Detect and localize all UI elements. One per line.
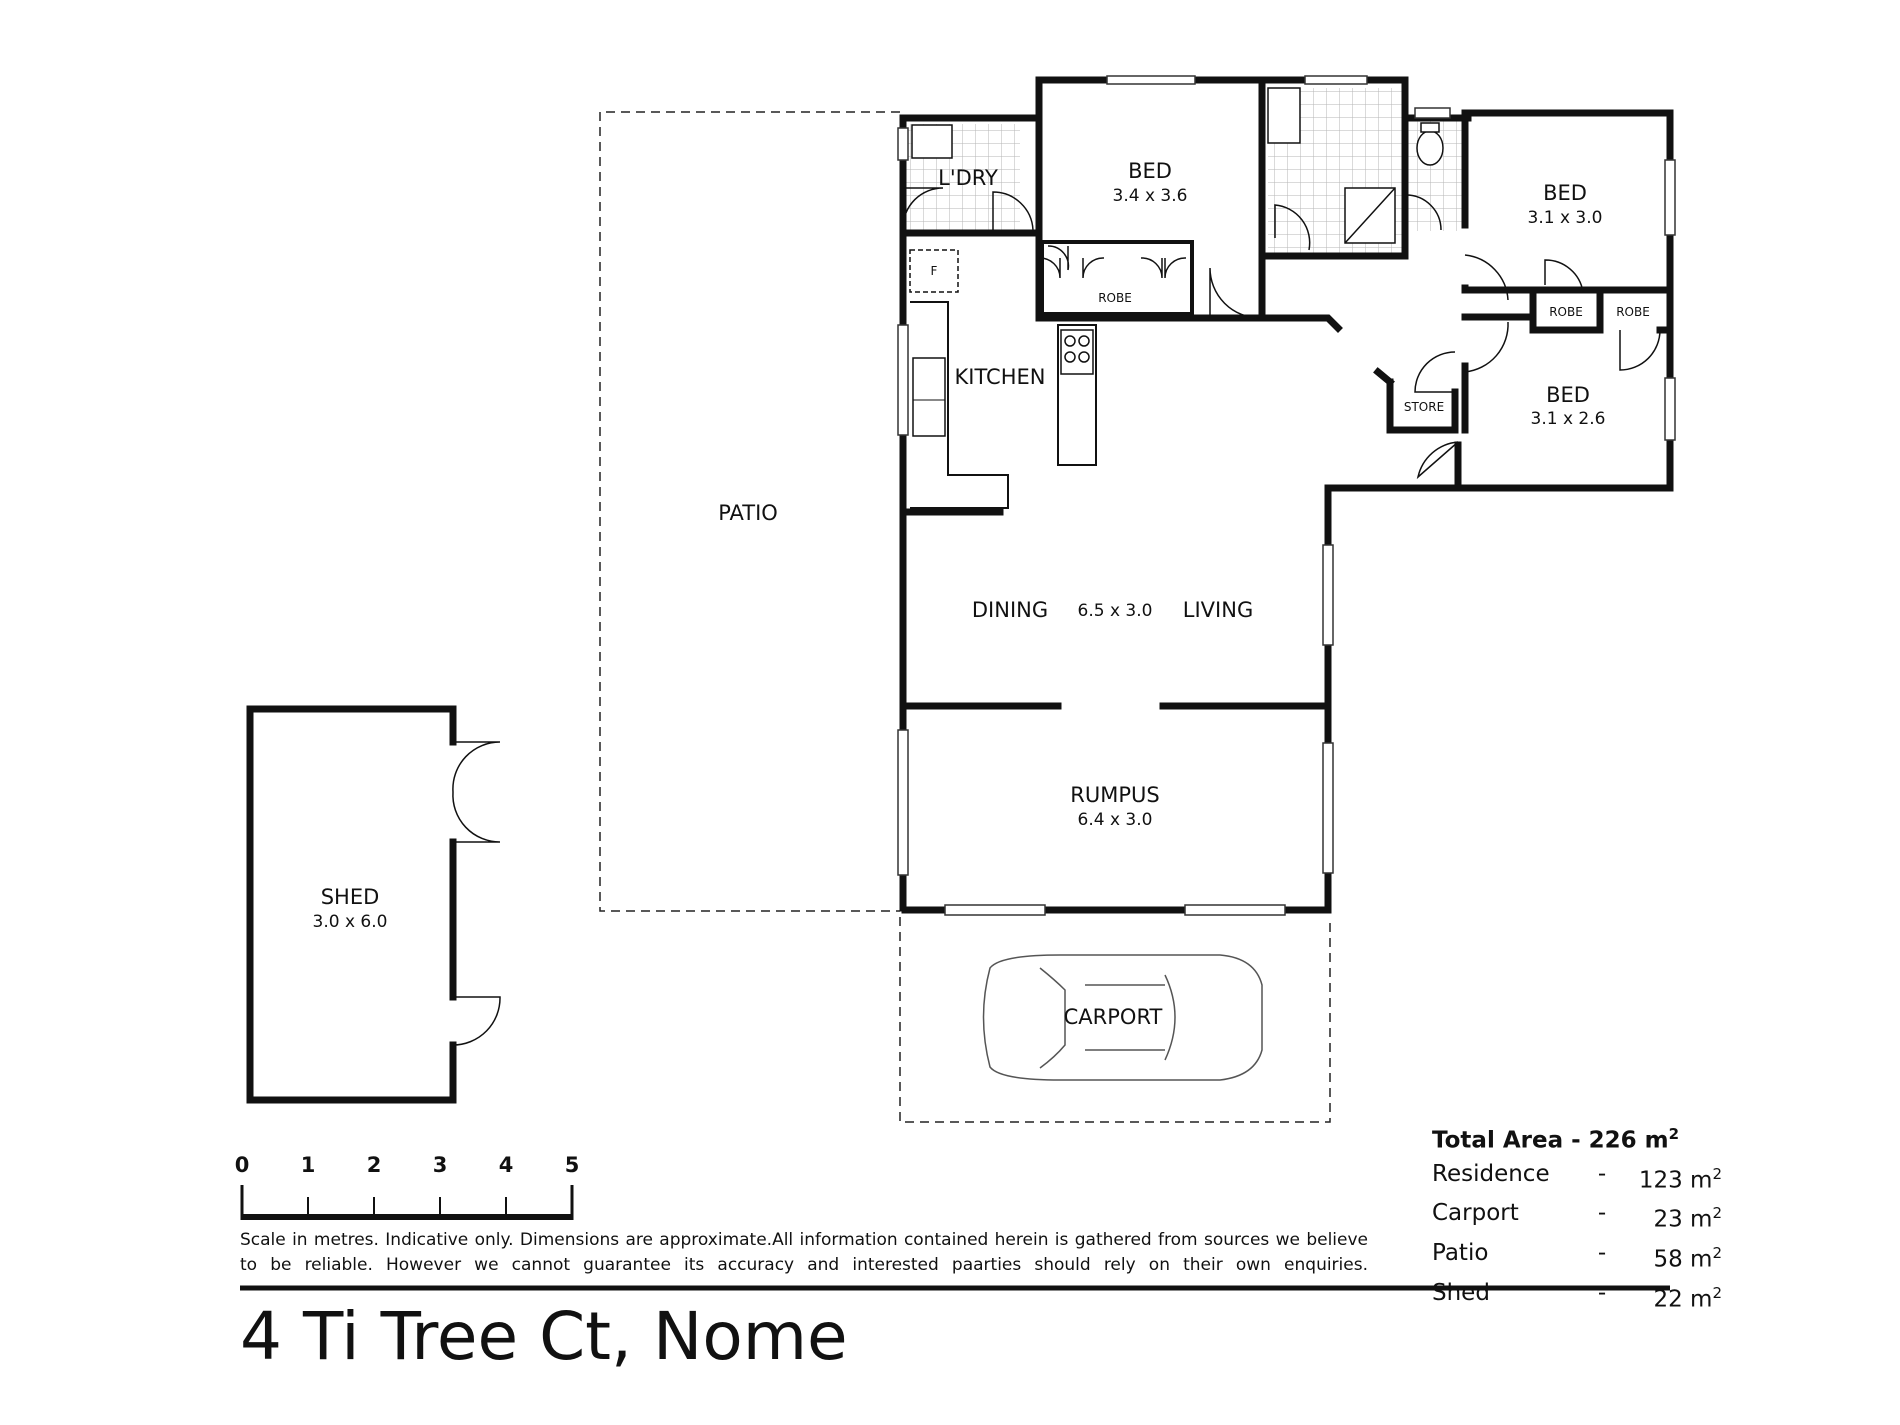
bed3-label: BED	[1546, 383, 1590, 407]
area-sep: -	[1597, 1239, 1607, 1266]
area-sep: -	[1597, 1200, 1607, 1227]
kitchen-label: KITCHEN	[955, 365, 1046, 389]
property-address: 4 Ti Tree Ct, Nome	[240, 1298, 848, 1375]
bed1-dims: 3.4 x 3.6	[1113, 186, 1188, 206]
area-sep: -	[1597, 1160, 1607, 1187]
area-name: Carport	[1432, 1200, 1519, 1227]
patio-outline	[599, 111, 900, 912]
bed1-label: BED	[1128, 159, 1172, 183]
area-name: Patio	[1432, 1239, 1489, 1266]
area-value: 23 m2	[1622, 1197, 1722, 1237]
area-value: 58 m2	[1622, 1237, 1722, 1277]
area-value-text: 58 m	[1653, 1246, 1713, 1273]
bed2-label: BED	[1543, 181, 1587, 205]
total-area-text: Total Area - 226 m	[1432, 1127, 1669, 1154]
patio-label: PATIO	[718, 501, 778, 525]
shed-dims: 3.0 x 6.0	[313, 912, 388, 932]
scale-tick-3: 3	[433, 1153, 448, 1177]
area-sep: -	[1597, 1279, 1607, 1306]
scale-tick-1: 1	[301, 1153, 316, 1177]
disclaimer: Scale in metres. Indicative only. Dimens…	[240, 1230, 1368, 1275]
bed3-dims: 3.1 x 2.6	[1531, 409, 1606, 429]
area-unit: 2	[1712, 1164, 1722, 1183]
shed-label: SHED	[321, 885, 380, 909]
bed2-robe-label: ROBE	[1549, 305, 1583, 319]
area-row-residence: Residence - 123 m2	[1432, 1158, 1722, 1198]
walls	[899, 76, 1674, 914]
carport-label: CARPORT	[1064, 1005, 1163, 1029]
area-name: Shed	[1432, 1279, 1490, 1306]
area-unit: 2	[1712, 1204, 1722, 1223]
robe-doors-bed1	[1040, 240, 1194, 316]
area-value: 22 m2	[1622, 1277, 1722, 1317]
total-area-unit: 2	[1668, 1125, 1680, 1143]
rumpus-label: RUMPUS	[1070, 783, 1159, 807]
scale-tick-4: 4	[499, 1153, 514, 1177]
laundry-label: L'DRY	[938, 166, 998, 190]
living-label: LIVING	[1183, 598, 1253, 622]
fridge-label: F	[931, 264, 938, 278]
area-unit: 2	[1712, 1283, 1722, 1302]
dining-label: DINING	[972, 598, 1048, 622]
area-row-shed: Shed - 22 m2	[1432, 1277, 1722, 1317]
fixtures	[911, 87, 1444, 244]
area-value-text: 22 m	[1653, 1286, 1713, 1313]
windows	[897, 75, 1676, 916]
total-area: Total Area - 226 m2	[1432, 1118, 1722, 1158]
dining-living-dims: 6.5 x 3.0	[1078, 601, 1153, 621]
area-row-carport: Carport - 23 m2	[1432, 1197, 1722, 1237]
scale-bar	[240, 1185, 574, 1220]
doors	[452, 187, 1661, 1046]
area-value-text: 23 m	[1653, 1206, 1713, 1233]
carport-outline	[899, 917, 1331, 1123]
area-row-patio: Patio - 58 m2	[1432, 1237, 1722, 1277]
area-summary: Total Area - 226 m2 Residence - 123 m2 C…	[1432, 1118, 1722, 1316]
scale-tick-5: 5	[565, 1153, 580, 1177]
scale-tick-0: 0	[235, 1153, 250, 1177]
store-label: STORE	[1404, 400, 1444, 414]
kitchen-fittings	[909, 249, 1097, 509]
bed3-robe-label: ROBE	[1616, 305, 1650, 319]
area-unit: 2	[1712, 1243, 1722, 1262]
scale-tick-2: 2	[367, 1153, 382, 1177]
bed2-dims: 3.1 x 3.0	[1528, 208, 1603, 228]
rumpus-dims: 6.4 x 3.0	[1078, 810, 1153, 830]
area-value: 123 m2	[1622, 1158, 1722, 1198]
car-outline	[982, 954, 1263, 1081]
area-value-text: 123 m	[1638, 1167, 1713, 1194]
scale-labels: 0 1 2 3 4 5	[235, 1153, 580, 1177]
area-name: Residence	[1432, 1160, 1550, 1187]
shed-walls	[246, 705, 457, 1104]
bed1-robe-label: ROBE	[1098, 291, 1132, 305]
